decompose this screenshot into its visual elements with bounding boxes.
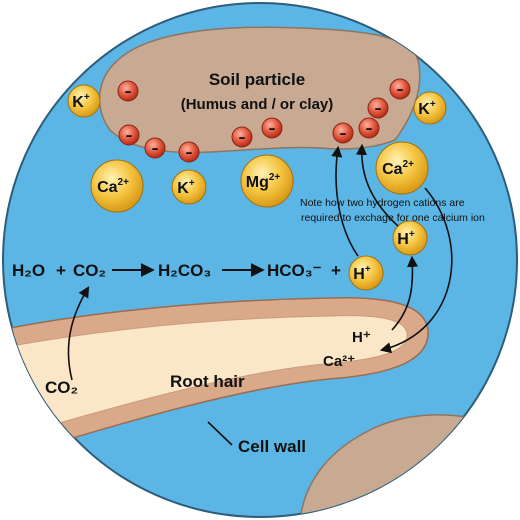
soil-subtitle: (Humus and / or clay) bbox=[181, 96, 334, 113]
svg-text:K+: K+ bbox=[418, 99, 436, 118]
neg-charge: – bbox=[178, 141, 200, 163]
root-h-plus: H⁺ bbox=[352, 329, 371, 346]
soil-title: Soil particle bbox=[209, 70, 305, 89]
svg-text:K+: K+ bbox=[72, 92, 90, 111]
arrow-co2-up bbox=[67, 286, 90, 381]
svg-text:–: – bbox=[269, 121, 276, 137]
svg-text:Ca2+: Ca2+ bbox=[97, 177, 129, 196]
eq-co2: CO₂ bbox=[73, 261, 106, 280]
svg-text:–: – bbox=[375, 101, 382, 117]
svg-text:–: – bbox=[397, 82, 404, 98]
arrow-h-to-soil bbox=[331, 145, 359, 257]
neg-charge: – bbox=[144, 137, 166, 159]
note-line-1: Note how two hydrogen cations are bbox=[300, 197, 465, 209]
svg-text:H+: H+ bbox=[397, 229, 415, 248]
neg-charge: – bbox=[367, 97, 389, 119]
eq-hco3: HCO₃⁻ bbox=[267, 261, 322, 280]
root-hair-label: Root hair bbox=[170, 372, 245, 391]
k-ion-middle: K+ bbox=[171, 169, 207, 205]
eq-h2co3: H₂CO₃ bbox=[158, 261, 211, 280]
neg-charge: – bbox=[231, 126, 253, 148]
svg-text:Ca2+: Ca2+ bbox=[382, 159, 414, 178]
svg-text:–: – bbox=[125, 84, 132, 100]
arrow-root-h-up bbox=[391, 255, 419, 331]
svg-text:–: – bbox=[126, 128, 133, 144]
arrow-ca-to-root bbox=[379, 187, 453, 354]
eq-plus-1: + bbox=[56, 261, 66, 280]
neg-charge: – bbox=[389, 78, 411, 100]
eq-plus-2: + bbox=[331, 261, 341, 280]
h-ion-equation: H+ bbox=[348, 255, 384, 291]
svg-text:–: – bbox=[186, 145, 193, 161]
cell-wall-label: Cell wall bbox=[238, 437, 306, 456]
svg-text:H+: H+ bbox=[353, 264, 371, 283]
root-hair-inner bbox=[3, 315, 408, 441]
neg-charge: – bbox=[332, 122, 354, 144]
svg-text:–: – bbox=[152, 141, 159, 157]
k-ion-right: K+ bbox=[413, 91, 447, 125]
ca-ion-right: Ca2+ bbox=[375, 141, 429, 195]
note-line-2: required to exchage for one calcium ion bbox=[301, 212, 485, 224]
ca-ion-left: Ca2+ bbox=[90, 159, 144, 213]
neg-charge: – bbox=[118, 124, 140, 146]
neg-charge: – bbox=[358, 117, 380, 139]
neg-charge: – bbox=[261, 117, 283, 139]
arrow-h-to-ca bbox=[355, 143, 399, 227]
svg-text:–: – bbox=[340, 126, 347, 142]
k-ion-left: K+ bbox=[67, 84, 101, 118]
svg-text:K+: K+ bbox=[177, 178, 195, 197]
svg-text:–: – bbox=[366, 121, 373, 137]
svg-text:Mg2+: Mg2+ bbox=[246, 172, 281, 191]
co2-label: CO₂ bbox=[45, 378, 78, 397]
negative-charges: – – – – – – – – – – bbox=[117, 78, 411, 163]
svg-text:–: – bbox=[239, 130, 246, 146]
neg-charge: – bbox=[117, 80, 139, 102]
eq-h2o: H₂O bbox=[12, 261, 45, 280]
cell-wall-pointer bbox=[207, 421, 233, 446]
h-ion-right: H+ bbox=[392, 220, 428, 256]
mg-ion: Mg2+ bbox=[240, 154, 294, 208]
root-ca-2plus: Ca²⁺ bbox=[323, 353, 355, 370]
